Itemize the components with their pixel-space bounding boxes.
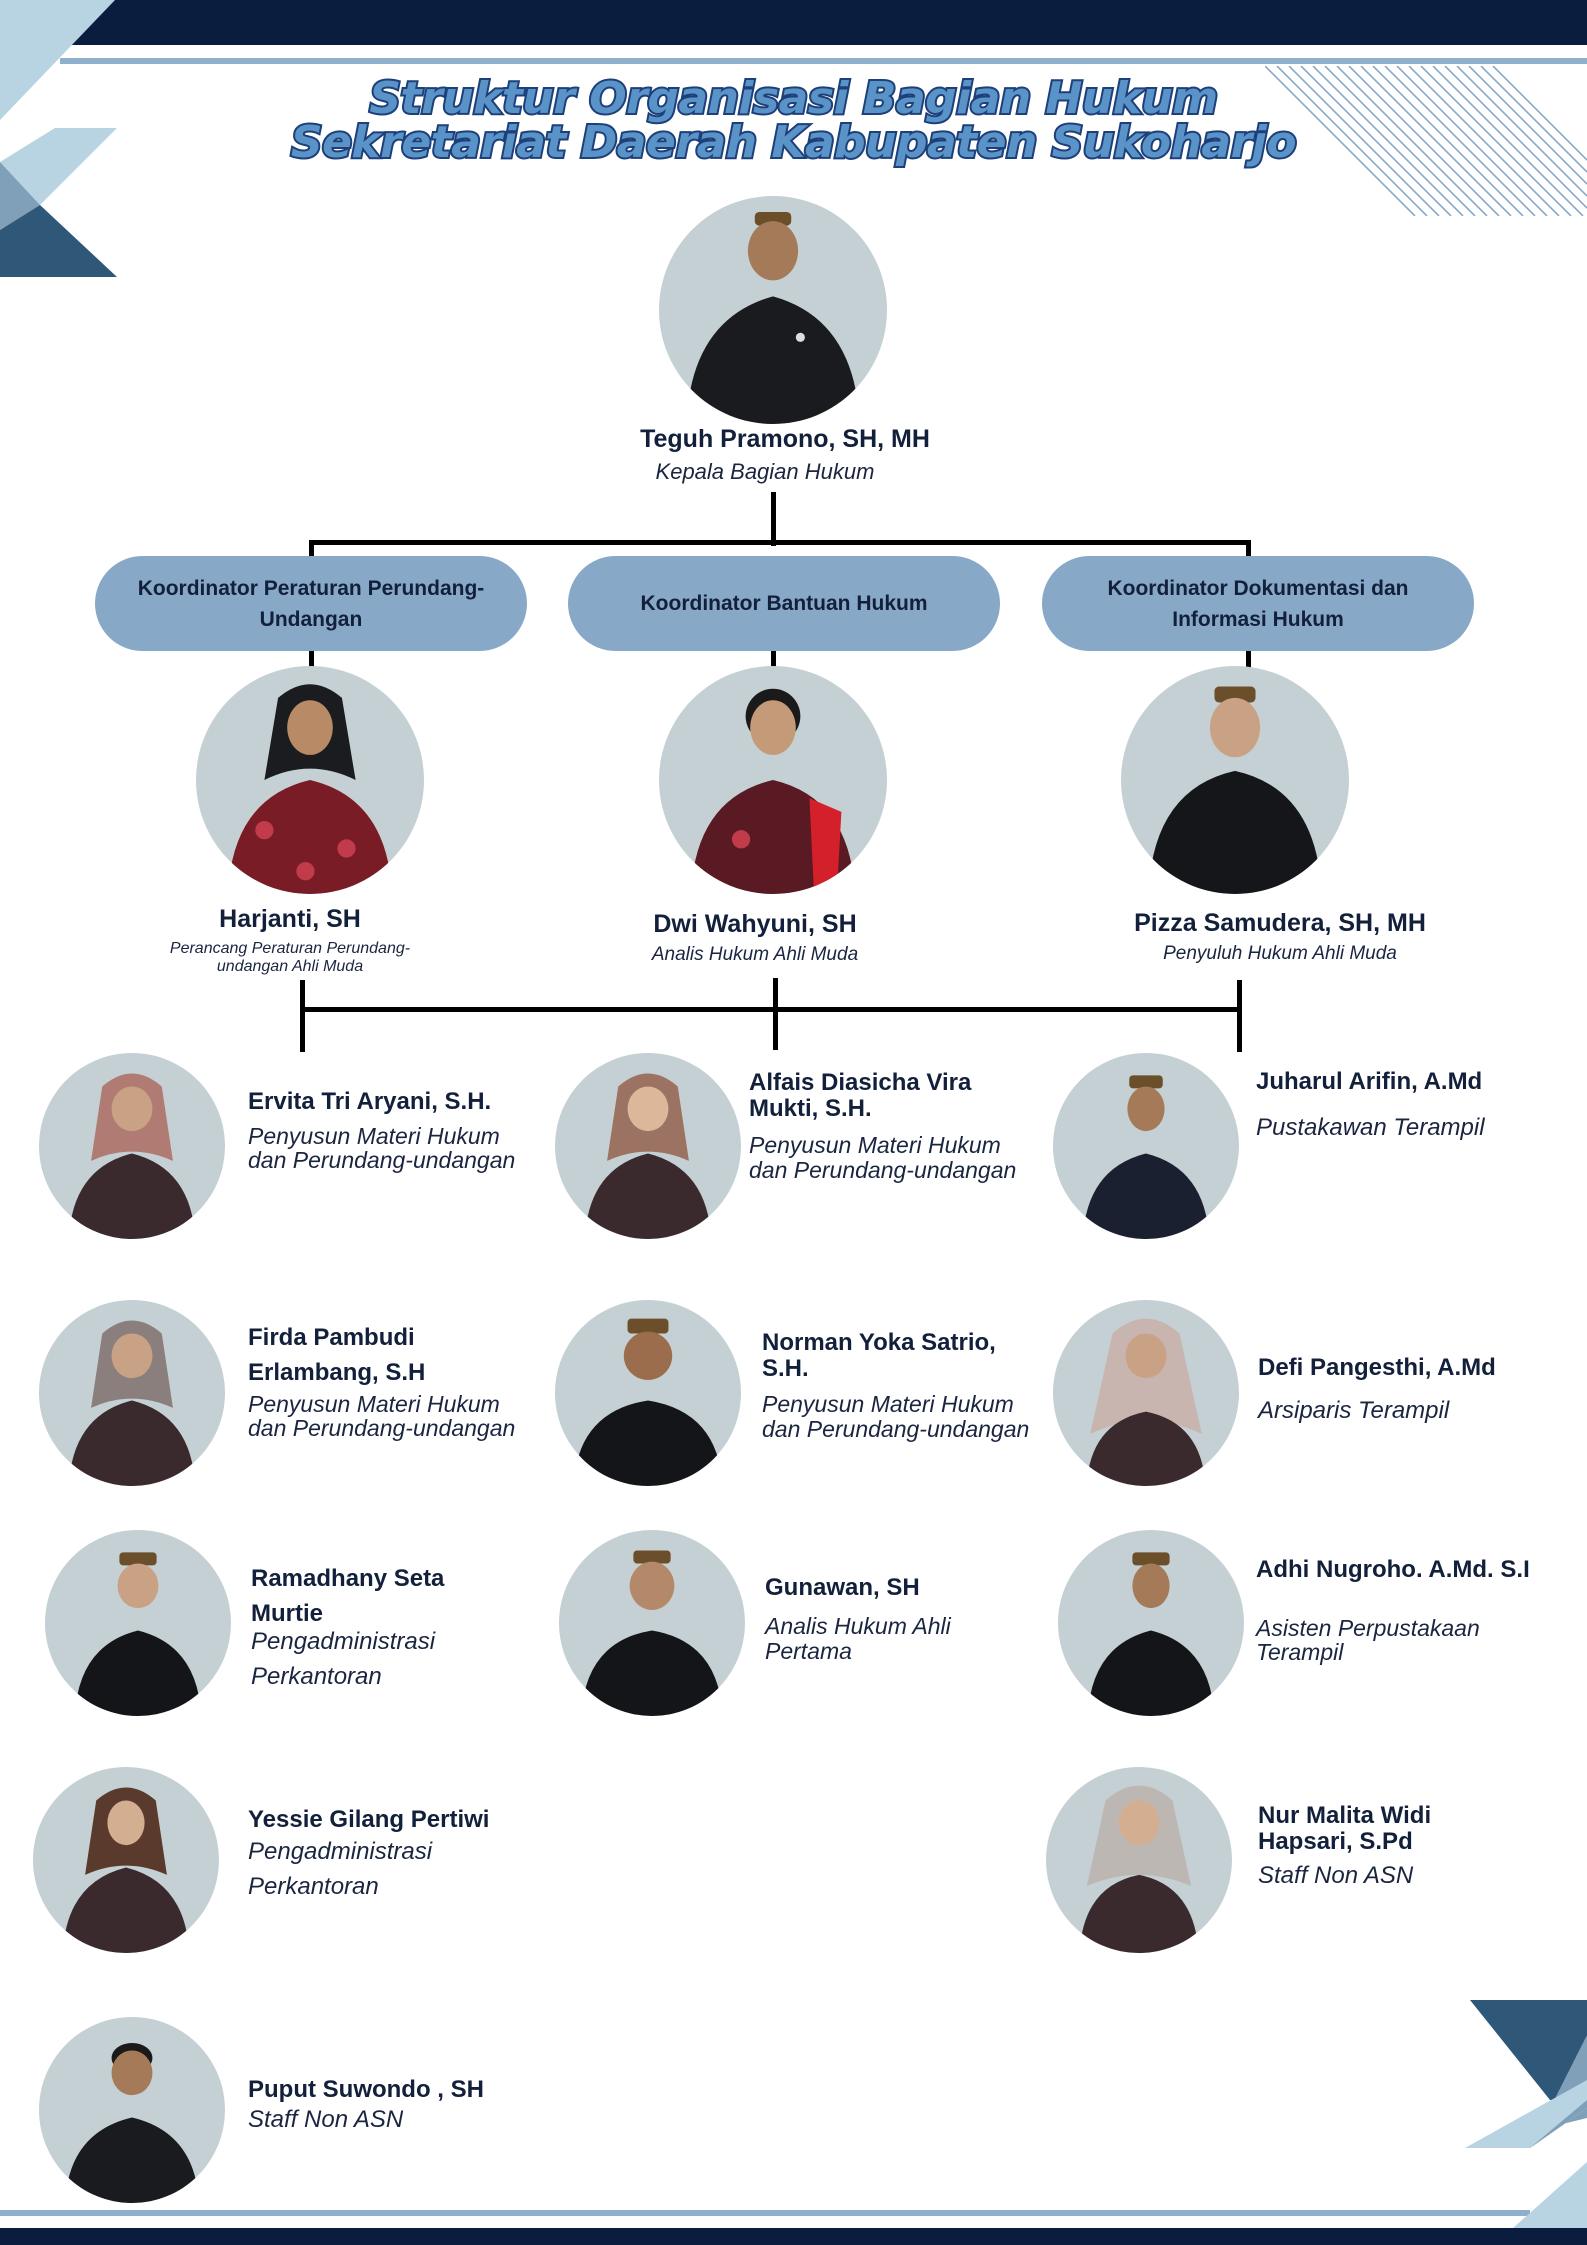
staff-photo-gunawan xyxy=(559,1530,745,1716)
staff-role-norman: Penyusun Materi Hukum dan Perundang-unda… xyxy=(762,1391,1030,1442)
staff-photo-puput xyxy=(39,2017,225,2203)
staff-role-ervita: Penyusun Materi Hukum dan Perundang-unda… xyxy=(248,1123,516,1173)
coordinator-name-2: Dwi Wahyuni, SH xyxy=(653,910,857,938)
head-photo xyxy=(659,196,887,424)
bottom-accent-line xyxy=(0,2210,1530,2216)
connector-staff-right xyxy=(1237,980,1242,1052)
staff-name-alfais: Alfais Diasicha Vira Mukti, S.H. xyxy=(749,1069,972,1122)
staff-photo-defi xyxy=(1053,1300,1239,1486)
staff-role-alfais: Penyusun Materi Hukum dan Perundang-unda… xyxy=(749,1132,1017,1183)
staff-photo-juharul xyxy=(1053,1053,1239,1239)
connector-coord-3 xyxy=(1246,540,1251,570)
corner-chevron-decoration-right xyxy=(1465,2000,1587,2228)
page-title-line-2: Sekretariat Daerah Kabupaten Sukoharjo xyxy=(289,117,1299,168)
coordinator-box-peraturan: Koordinator Peraturan Perundang-Undangan xyxy=(95,556,527,651)
connector-staff-left xyxy=(300,980,305,1052)
staff-photo-nur-malita xyxy=(1046,1767,1232,1953)
head-name: Teguh Pramono, SH, MH xyxy=(640,425,930,453)
coordinator-photo-3 xyxy=(1121,666,1349,894)
connector-coord-1 xyxy=(309,540,314,570)
staff-name-adhi: Adhi Nugroho. A.Md. S.I xyxy=(1256,1556,1530,1583)
top-accent-line xyxy=(60,58,1587,64)
staff-role-ramadhany: Pengadministrasi Perkantoran xyxy=(251,1628,436,1690)
connector-coord-1-photo xyxy=(309,650,314,668)
connector-coordinators-horizontal xyxy=(309,540,1251,545)
coordinator-name-1: Harjanti, SH xyxy=(219,905,361,933)
coordinator-role-3: Penyuluh Hukum Ahli Muda xyxy=(1163,943,1397,964)
staff-role-yessie: Pengadministrasi Perkantoran xyxy=(248,1838,433,1900)
staff-name-nur-malita: Nur Malita Widi Hapsari, S.Pd xyxy=(1258,1802,1432,1855)
connector-staff-middle xyxy=(773,978,778,1050)
staff-role-adhi: Asisten Perpustakaan Terampil xyxy=(1256,1615,1480,1665)
coordinator-name-3: Pizza Samudera, SH, MH xyxy=(1134,909,1426,937)
coordinator-role-1: Perancang Peraturan Perundang-undangan A… xyxy=(169,940,411,975)
coordinator-box-bantuan: Koordinator Bantuan Hukum xyxy=(568,556,1000,651)
coordinator-photo-2 xyxy=(659,666,887,894)
staff-name-puput: Puput Suwondo , SH xyxy=(248,2076,484,2103)
corner-stripes-decoration xyxy=(1265,66,1587,216)
staff-role-defi: Arsiparis Terampil xyxy=(1258,1397,1450,1424)
staff-photo-ervita xyxy=(39,1053,225,1239)
staff-name-juharul: Juharul Arifin, A.Md xyxy=(1256,1068,1483,1095)
staff-photo-adhi xyxy=(1058,1530,1244,1716)
staff-role-nur-malita: Staff Non ASN xyxy=(1258,1862,1414,1889)
coordinator-role-2: Analis Hukum Ahli Muda xyxy=(651,944,859,965)
connector-coord-2-photo xyxy=(771,650,776,668)
top-bar xyxy=(0,0,1587,45)
staff-name-defi: Defi Pangesthi, A.Md xyxy=(1258,1354,1496,1381)
staff-photo-ramadhany xyxy=(45,1530,231,1716)
bottom-bar xyxy=(0,2228,1587,2245)
connector-staff-horizontal xyxy=(300,1007,1242,1012)
staff-photo-yessie xyxy=(33,1767,219,1953)
staff-name-norman: Norman Yoka Satrio, S.H. xyxy=(762,1329,996,1382)
staff-name-yessie: Yessie Gilang Pertiwi xyxy=(248,1806,490,1833)
corner-chevron-decoration-left xyxy=(0,0,117,277)
coordinator-photo-1 xyxy=(196,666,424,894)
staff-role-gunawan: Analis Hukum Ahli Pertama xyxy=(765,1613,951,1664)
staff-role-firda: Penyusun Materi Hukum dan Perundang-unda… xyxy=(248,1391,516,1441)
staff-photo-firda xyxy=(39,1300,225,1486)
staff-name-ramadhany: Ramadhany Seta Murtie xyxy=(251,1565,445,1627)
head-role: Kepala Bagian Hukum xyxy=(655,459,875,484)
staff-photo-norman xyxy=(555,1300,741,1486)
staff-role-puput: Staff Non ASN xyxy=(248,2106,404,2133)
staff-role-juharul: Pustakawan Terampil xyxy=(1256,1114,1485,1141)
coordinator-box-dokumentasi: Koordinator Dokumentasi dan Informasi Hu… xyxy=(1042,556,1474,651)
staff-photo-alfais xyxy=(555,1053,741,1239)
connector-head-down xyxy=(771,492,776,546)
staff-name-gunawan: Gunawan, SH xyxy=(765,1574,920,1601)
connector-coord-3-photo xyxy=(1246,650,1251,668)
staff-name-ervita: Ervita Tri Aryani, S.H. xyxy=(248,1088,492,1115)
page-title-line-1: Struktur Organisasi Bagian Hukum xyxy=(367,73,1220,124)
staff-name-firda: Firda Pambudi Erlambang, S.H xyxy=(248,1324,426,1386)
